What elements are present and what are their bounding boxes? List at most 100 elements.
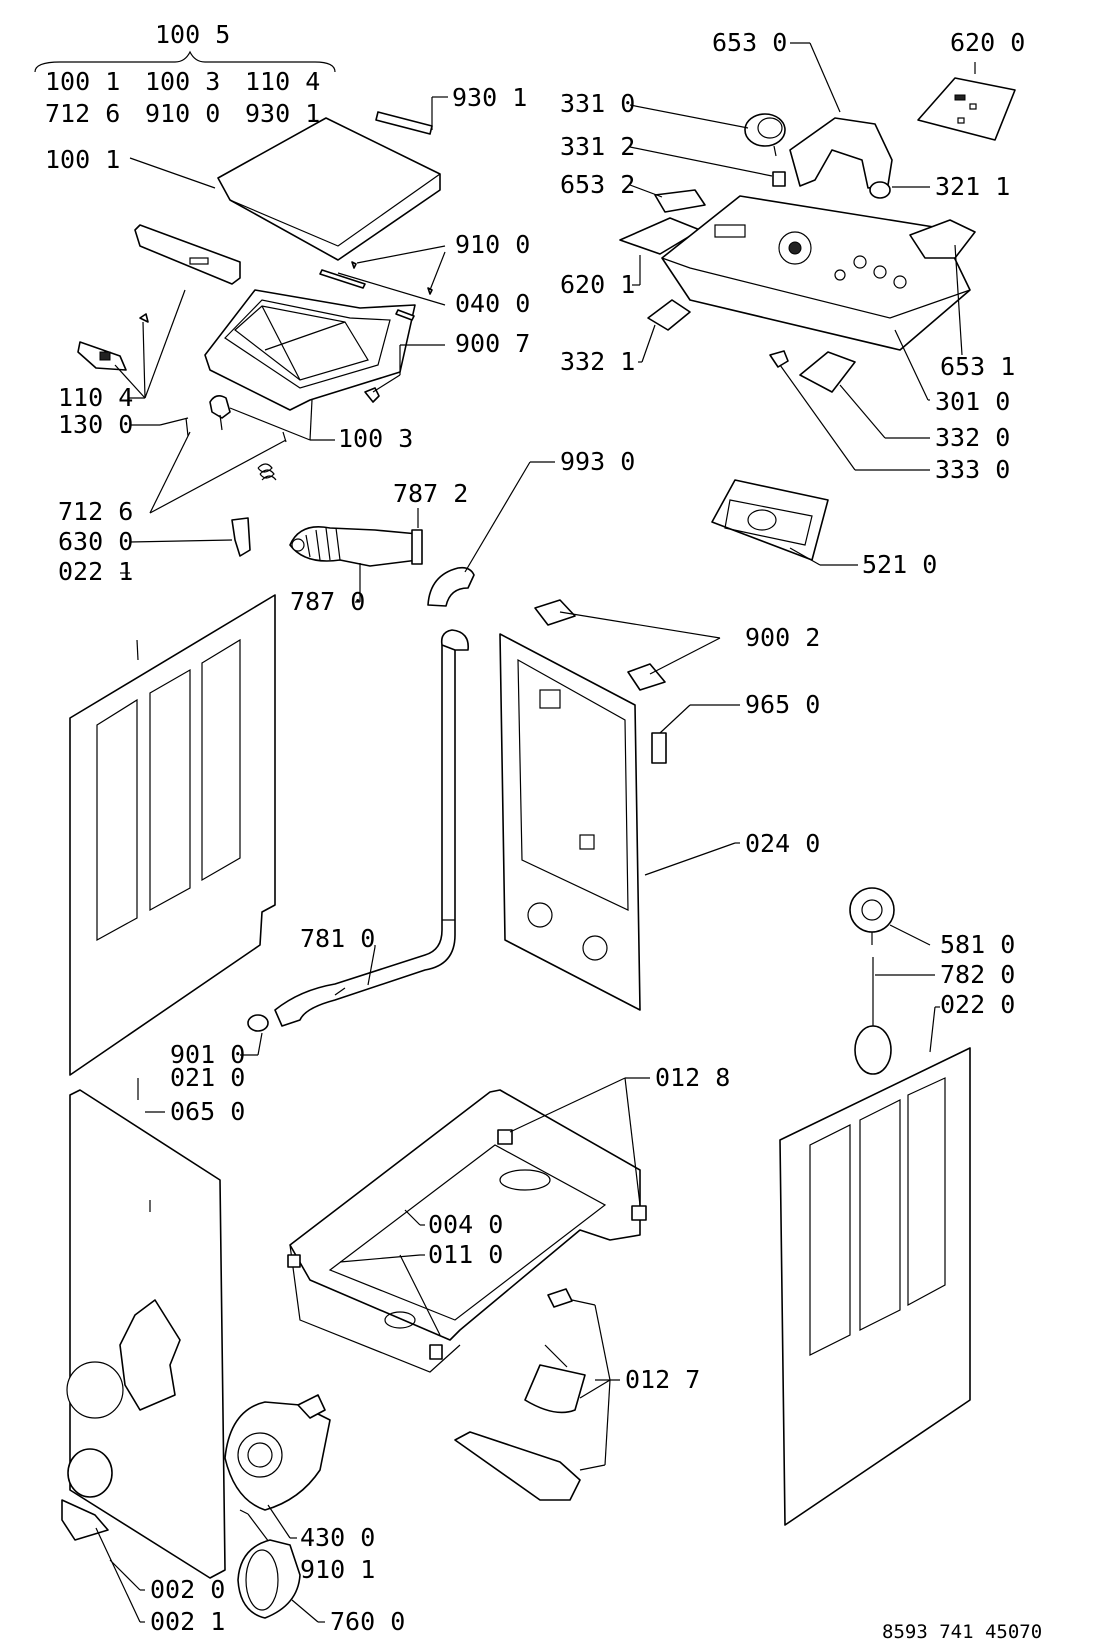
label-100-3[interactable]: 100 3: [338, 424, 413, 453]
group-item-6[interactable]: 930 1: [245, 99, 320, 128]
part-022-1-side-panel-left[interactable]: [69, 594, 276, 1076]
group-item-1[interactable]: 100 1: [45, 67, 120, 96]
part-900-2-holder-b[interactable]: [627, 663, 666, 691]
part-100-3-frame[interactable]: [204, 289, 416, 411]
part-110-4-trim[interactable]: [134, 224, 241, 285]
part-965-0-filter[interactable]: [651, 732, 667, 764]
label-332-0[interactable]: 332 0: [935, 423, 1010, 452]
label-130-0[interactable]: 130 0: [58, 410, 133, 439]
part-521-0-dispenser[interactable]: [711, 479, 829, 561]
group-item-2[interactable]: 100 3: [145, 67, 220, 96]
label-012-8[interactable]: 012 8: [655, 1063, 730, 1092]
label-900-2[interactable]: 900 2: [745, 623, 820, 652]
part-993-0-hose-bend[interactable]: [427, 566, 475, 607]
label-065-0[interactable]: 065 0: [170, 1097, 245, 1126]
part-653-2-holder[interactable]: [654, 189, 706, 213]
part-group-header: 100 5 100 1 100 3 110 4 712 6 910 0 930 …: [34, 20, 336, 128]
group-item-5[interactable]: 910 0: [145, 99, 220, 128]
part-024-0-rear-panel[interactable]: [499, 633, 641, 1011]
part-022-0-side-panel-right[interactable]: [779, 1025, 971, 1526]
label-712-6[interactable]: 712 6: [58, 497, 133, 526]
label-012-7[interactable]: 012 7: [625, 1365, 700, 1394]
part-004-0-base-frame[interactable]: [289, 1089, 641, 1373]
part-901-0-cap[interactable]: [247, 1014, 269, 1032]
label-011-0[interactable]: 011 0: [428, 1240, 503, 1269]
label-653-2[interactable]: 653 2: [560, 170, 635, 199]
label-333-0[interactable]: 333 0: [935, 455, 1010, 484]
part-760-0-filter[interactable]: [237, 1539, 301, 1619]
part-331-2-shaft[interactable]: [772, 171, 786, 187]
part-900-7-clip[interactable]: [364, 387, 380, 403]
label-521-0[interactable]: 521 0: [862, 550, 937, 579]
part-100-1-lid[interactable]: [217, 117, 441, 261]
label-110-4[interactable]: 110 4: [58, 383, 133, 412]
label-965-0[interactable]: 965 0: [745, 690, 820, 719]
part-002-0-hatch[interactable]: [67, 1448, 113, 1498]
label-787-2[interactable]: 787 2: [393, 479, 468, 508]
part-012-8-foot-b[interactable]: [631, 1205, 647, 1221]
part-781-0-drain-hose[interactable]: [274, 629, 469, 1027]
group-item-4[interactable]: 712 6: [45, 99, 120, 128]
part-130-0-lock[interactable]: [209, 394, 231, 431]
label-993-0[interactable]: 993 0: [560, 447, 635, 476]
label-620-0[interactable]: 620 0: [950, 28, 1025, 57]
label-321-1[interactable]: 321 1: [935, 172, 1010, 201]
part-301-0-console[interactable]: [661, 195, 971, 351]
label-002-1[interactable]: 002 1: [150, 1607, 225, 1636]
label-653-1[interactable]: 653 1: [940, 352, 1015, 381]
part-910-0-screw-a[interactable]: [351, 261, 357, 269]
part-630-0-bracket[interactable]: [231, 517, 251, 557]
label-782-0[interactable]: 782 0: [940, 960, 1015, 989]
part-430-0-pump[interactable]: [224, 1394, 331, 1511]
part-712-6-spring[interactable]: [185, 417, 287, 481]
label-901-0[interactable]: 901 0: [170, 1040, 245, 1069]
label-787-0[interactable]: 787 0: [290, 587, 365, 616]
part-012-7-foot-assembly[interactable]: [454, 1288, 586, 1501]
group-item-3[interactable]: 110 4: [245, 67, 320, 96]
label-910-0[interactable]: 910 0: [455, 230, 530, 259]
part-332-1-button[interactable]: [647, 299, 691, 331]
part-620-0-board[interactable]: [917, 77, 1016, 141]
label-004-0[interactable]: 004 0: [428, 1210, 503, 1239]
part-021-0-front-panel[interactable]: [66, 1089, 226, 1579]
label-653-0[interactable]: 653 0: [712, 28, 787, 57]
label-930-1[interactable]: 930 1: [452, 83, 527, 112]
part-910-1-screw[interactable]: [239, 1509, 249, 1515]
label-332-1[interactable]: 332 1: [560, 347, 635, 376]
part-040-0-hinge-rod[interactable]: [319, 269, 366, 289]
part-331-0-knob[interactable]: [744, 113, 786, 157]
part-900-2-holder-a[interactable]: [534, 599, 576, 626]
label-760-0[interactable]: 760 0: [330, 1607, 405, 1636]
part-787-2-clamp[interactable]: [411, 529, 423, 565]
label-620-1[interactable]: 620 1: [560, 270, 635, 299]
label-581-0[interactable]: 581 0: [940, 930, 1015, 959]
label-331-0[interactable]: 331 0: [560, 89, 635, 118]
label-910-1[interactable]: 910 1: [300, 1555, 375, 1584]
label-100-1[interactable]: 100 1: [45, 145, 120, 174]
part-787-0-bellows[interactable]: [289, 526, 419, 567]
part-581-0-pulley[interactable]: [849, 887, 895, 945]
part-653-0-frame[interactable]: [789, 117, 893, 189]
group-header-label[interactable]: 100 5: [155, 20, 230, 49]
part-333-0-clip[interactable]: [769, 350, 789, 368]
part-321-1-button[interactable]: [869, 181, 891, 199]
label-024-0[interactable]: 024 0: [745, 829, 820, 858]
label-040-0[interactable]: 040 0: [455, 289, 530, 318]
label-022-0[interactable]: 022 0: [940, 990, 1015, 1019]
label-781-0[interactable]: 781 0: [300, 924, 375, 953]
document-number: 8593 741 45070: [882, 1621, 1042, 1643]
part-653-1-holder[interactable]: [909, 219, 976, 259]
label-430-0[interactable]: 430 0: [300, 1523, 375, 1552]
part-930-1-strip[interactable]: [375, 111, 433, 135]
label-002-0[interactable]: 002 0: [150, 1575, 225, 1604]
label-900-7[interactable]: 900 7: [455, 329, 530, 358]
label-331-2[interactable]: 331 2: [560, 132, 635, 161]
part-012-8-foot-a[interactable]: [497, 1129, 513, 1145]
label-301-0[interactable]: 301 0: [935, 387, 1010, 416]
label-021-0[interactable]: 021 0: [170, 1063, 245, 1092]
part-332-0-buttons[interactable]: [799, 351, 856, 393]
label-022-1[interactable]: 022 1: [58, 557, 133, 586]
label-630-0[interactable]: 630 0: [58, 527, 133, 556]
part-110-4-latch[interactable]: [77, 313, 149, 371]
